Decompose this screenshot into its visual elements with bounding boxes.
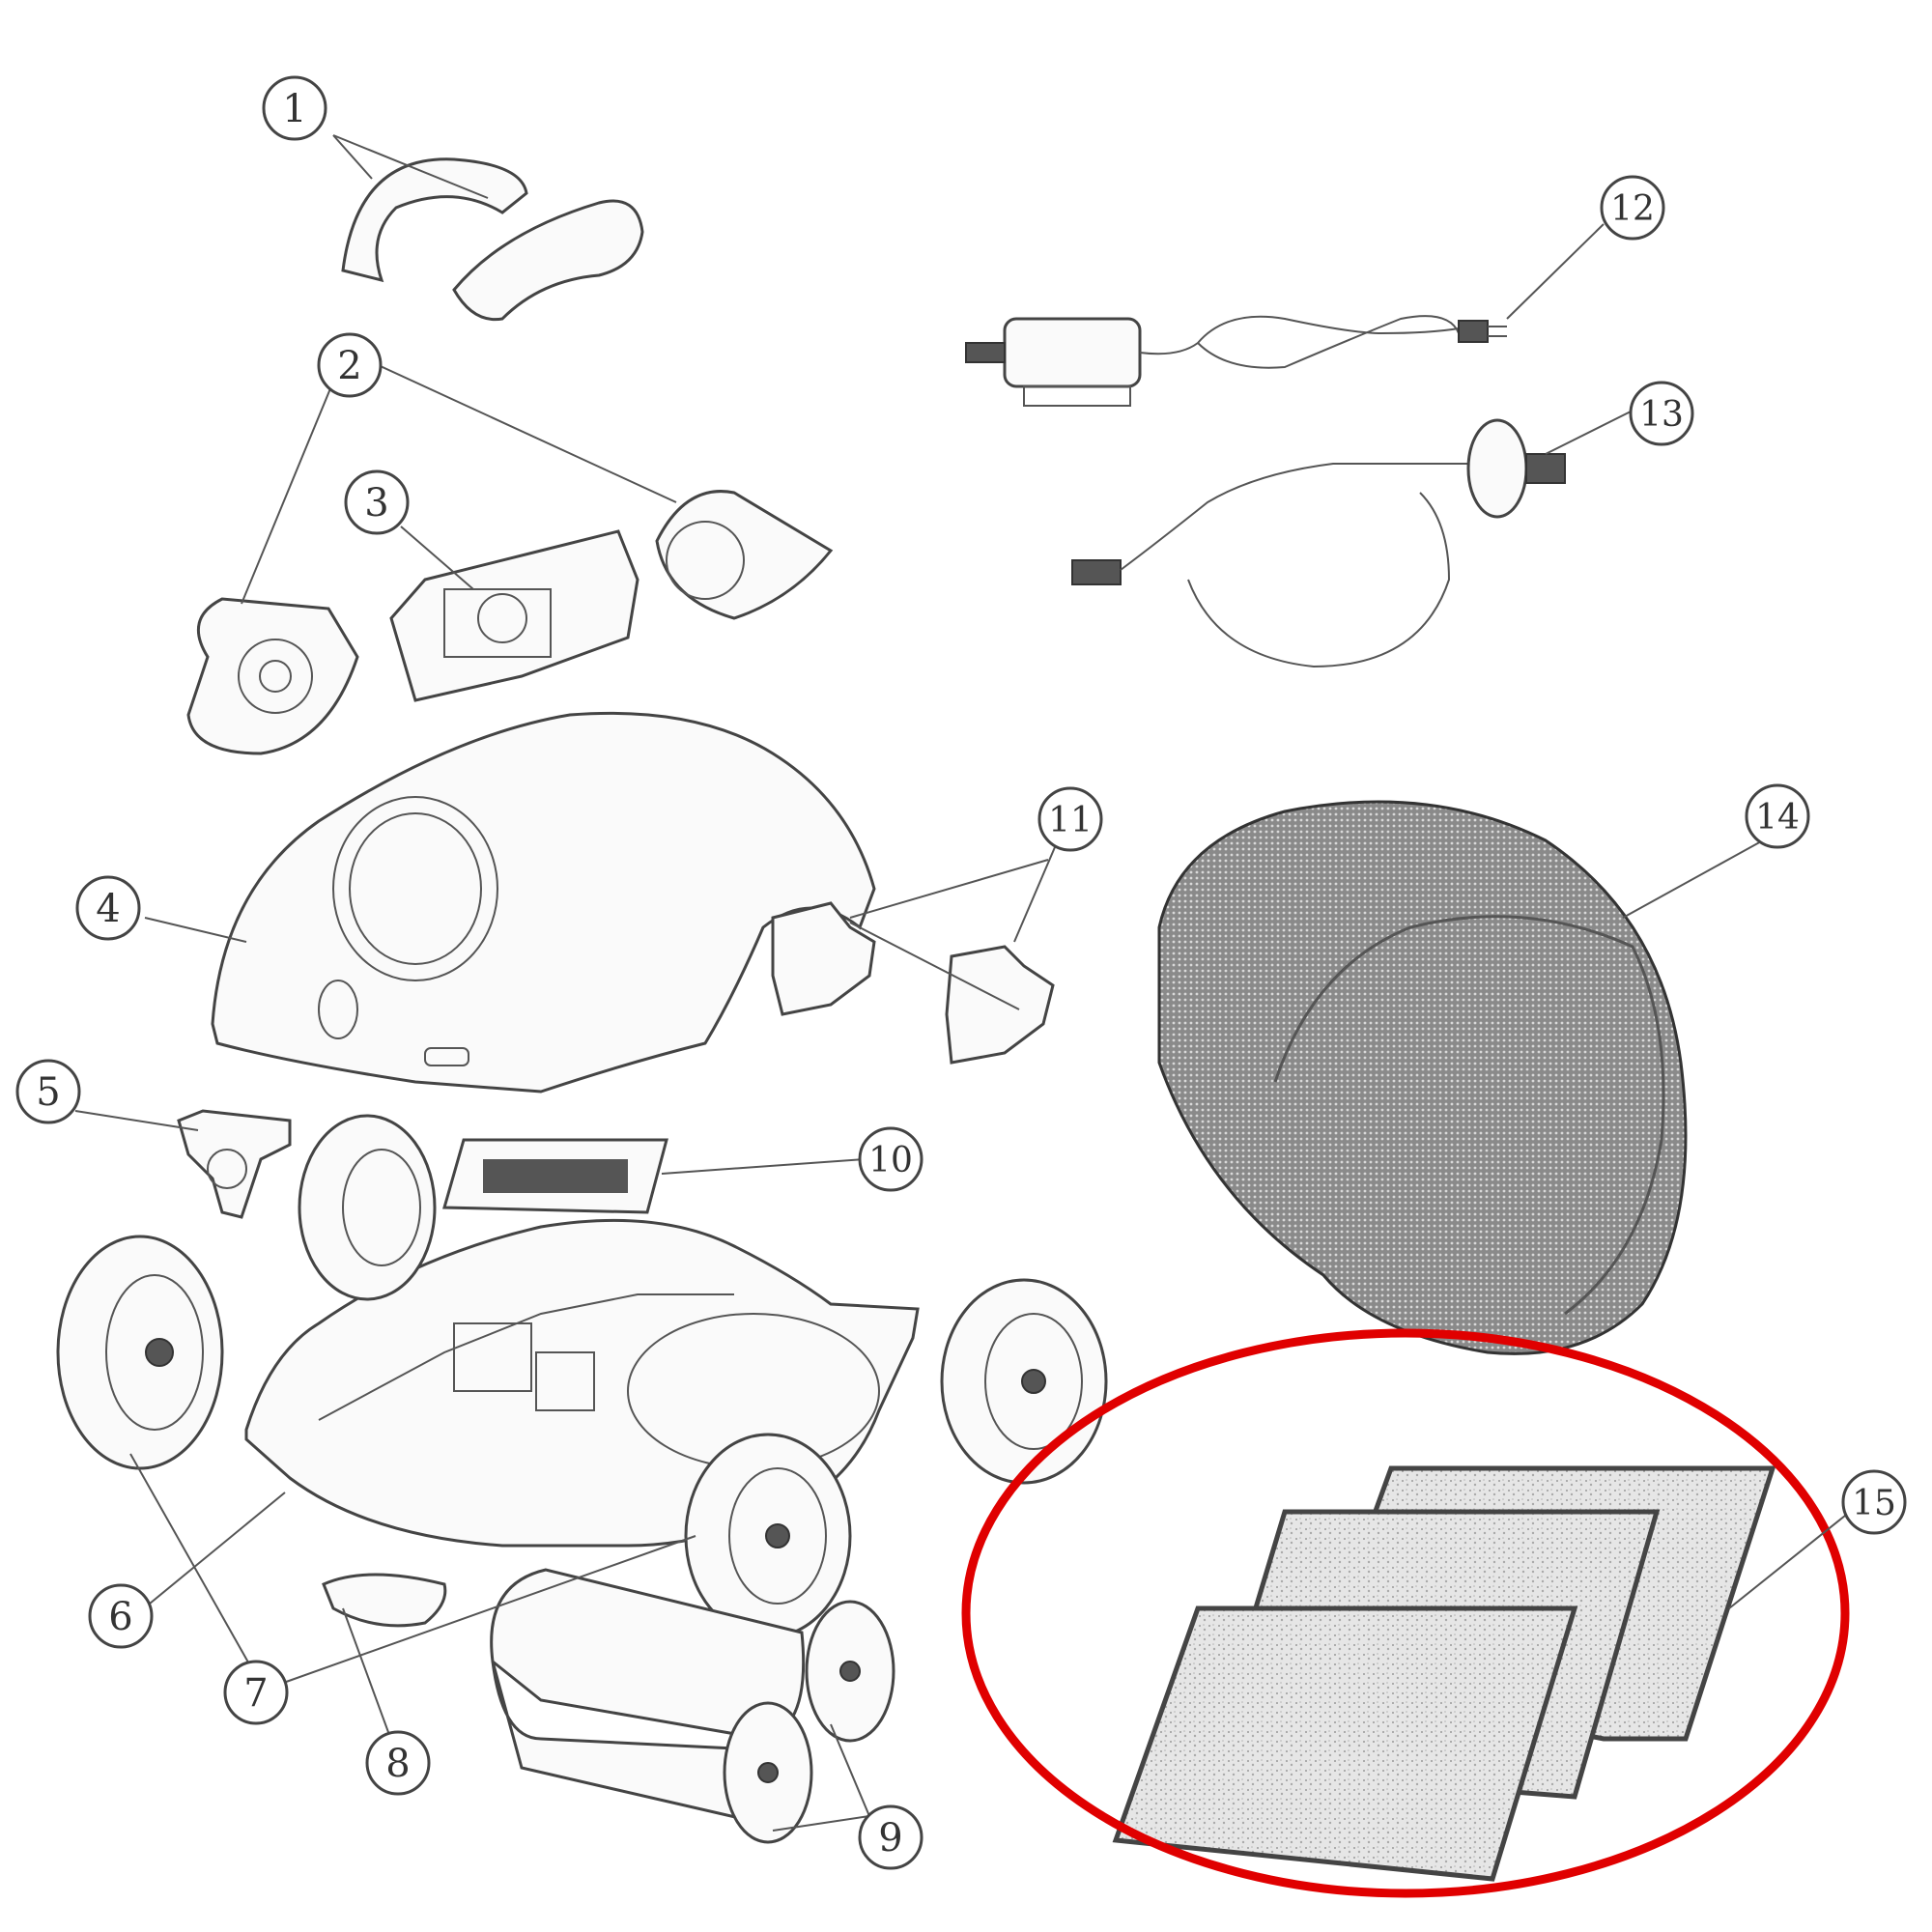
callout-15: 15 xyxy=(1841,1469,1907,1535)
callout-9-label: 9 xyxy=(878,1816,902,1861)
callout-2: 2 xyxy=(317,332,383,398)
callout-12-label: 12 xyxy=(1610,189,1655,229)
part-8-clip xyxy=(322,1573,447,1628)
leader-lines xyxy=(74,134,1851,1832)
callout-12: 12 xyxy=(1600,175,1665,241)
part-11-side-clips xyxy=(771,901,1055,1065)
callout-14-label: 14 xyxy=(1755,798,1800,838)
part-15-filter-pads xyxy=(1112,1465,1776,1882)
callout-14: 14 xyxy=(1745,783,1810,849)
callout-8-label: 8 xyxy=(385,1742,410,1786)
callout-11: 11 xyxy=(1037,786,1103,852)
callout-5-label: 5 xyxy=(36,1070,60,1115)
callout-3-label: 3 xyxy=(364,481,388,526)
callout-3: 3 xyxy=(344,469,410,535)
part-5-valve xyxy=(177,1109,292,1219)
part-4-top-cover xyxy=(211,711,876,1094)
callout-13: 13 xyxy=(1629,381,1694,446)
part-9-rollers xyxy=(490,1568,895,1844)
callout-15-label: 15 xyxy=(1852,1484,1896,1523)
callout-11-label: 11 xyxy=(1048,801,1093,840)
part-2-side-covers xyxy=(186,490,834,755)
callout-7: 7 xyxy=(223,1660,289,1725)
callout-2-label: 2 xyxy=(337,344,361,388)
part-10-filter-tray xyxy=(442,1138,668,1214)
callout-13-label: 13 xyxy=(1639,395,1684,435)
callout-10: 10 xyxy=(858,1126,923,1192)
callout-1: 1 xyxy=(262,75,327,141)
callout-9: 9 xyxy=(858,1804,923,1870)
highlight-ellipse xyxy=(961,1328,1850,1898)
callout-6-label: 6 xyxy=(108,1595,132,1639)
callout-5: 5 xyxy=(15,1059,81,1124)
part-3-motor-assembly xyxy=(389,529,639,702)
callout-1-label: 1 xyxy=(282,87,306,131)
part-14-filter-bag xyxy=(1157,800,1688,1355)
callout-10-label: 10 xyxy=(868,1141,913,1180)
callout-4: 4 xyxy=(75,875,141,941)
callout-4-label: 4 xyxy=(96,887,120,931)
callout-7-label: 7 xyxy=(243,1671,268,1716)
part-12-power-supply xyxy=(965,315,1507,407)
callout-8: 8 xyxy=(365,1730,431,1796)
callout-6: 6 xyxy=(88,1583,154,1649)
part-1-handles xyxy=(341,157,644,322)
part-13-swivel-cable xyxy=(1071,418,1566,668)
